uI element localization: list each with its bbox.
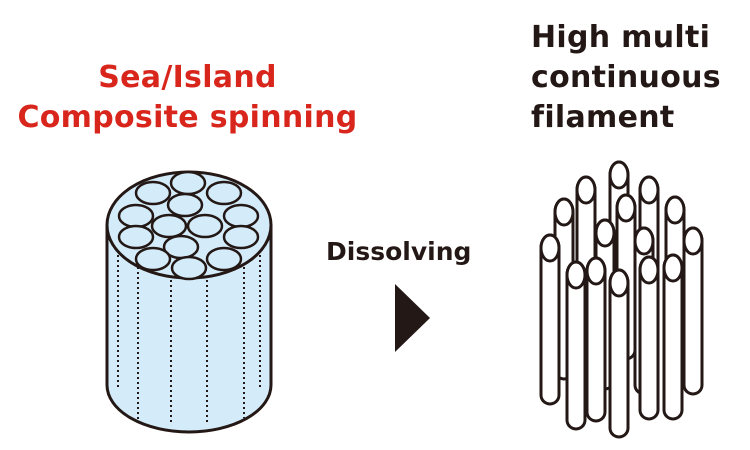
sea-island-title: Sea/Island Composite spinning: [0, 58, 375, 138]
composite-fiber-cylinder-icon: [105, 170, 273, 434]
dissolving-label: Dissolving: [326, 237, 472, 266]
filament-title: High multi continuous filament: [531, 18, 721, 138]
right-arrow-icon: [395, 284, 430, 352]
filament-title-line2: continuous: [531, 60, 721, 95]
filament-title-line1: High multi: [531, 20, 711, 55]
sea-island-title-line2: Composite spinning: [17, 100, 358, 135]
filament-title-line3: filament: [531, 100, 675, 135]
filament-bundle-icon: [539, 160, 704, 439]
sea-island-title-line1: Sea/Island: [98, 60, 277, 95]
